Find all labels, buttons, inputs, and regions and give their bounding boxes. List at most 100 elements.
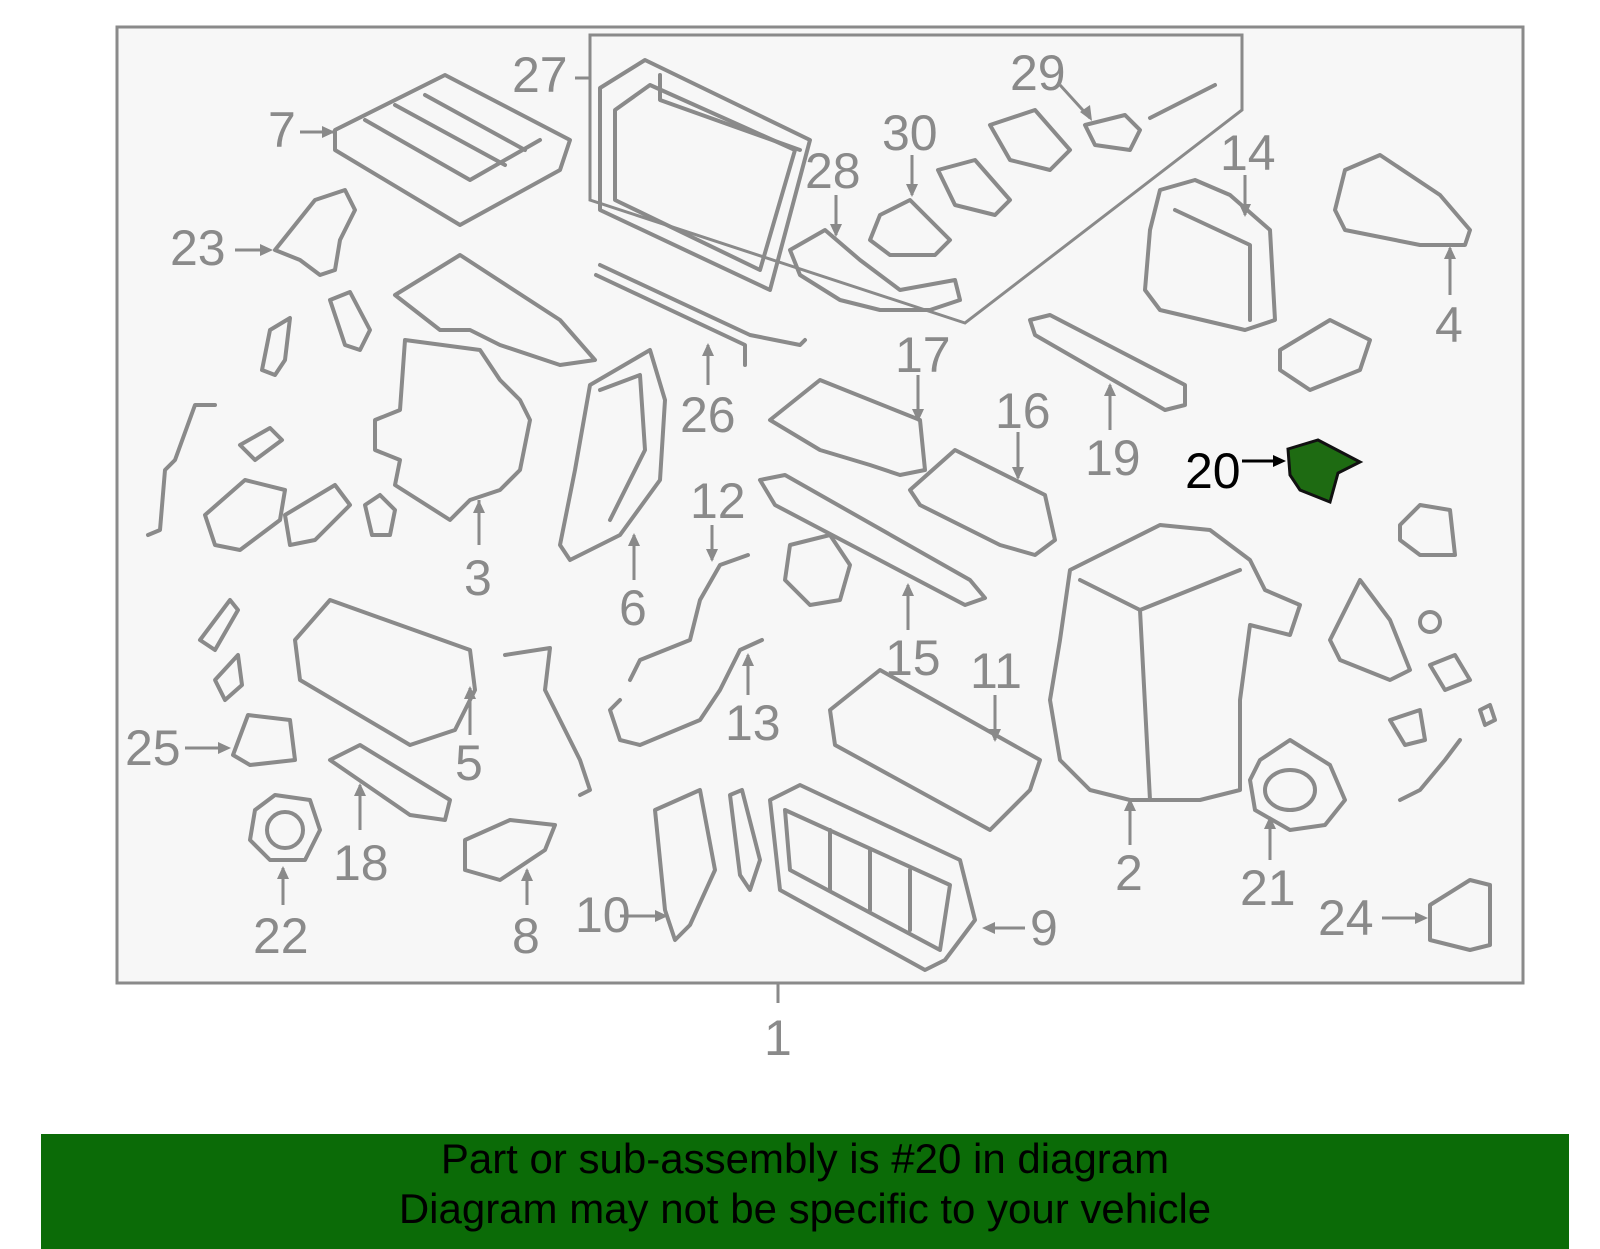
label-13: 13 — [725, 695, 781, 751]
arrow-3 — [473, 500, 485, 513]
part-small-j — [1398, 503, 1457, 557]
part-21-blower — [1248, 738, 1347, 832]
arrow-4 — [1444, 246, 1456, 259]
part-6-duct — [558, 348, 667, 562]
label-8: 8 — [512, 908, 540, 964]
arrow-9 — [982, 922, 995, 934]
arrow-25 — [218, 742, 231, 754]
part-small-f — [363, 493, 397, 537]
part-9-heater-core — [768, 783, 977, 972]
label-27: 27 — [512, 47, 568, 103]
arrow-17 — [912, 409, 924, 422]
part-small-a — [328, 290, 372, 352]
part-4-blower-housing — [1333, 153, 1472, 247]
arrow-11 — [989, 729, 1001, 742]
part-small-h — [198, 598, 240, 652]
label-20[interactable]: 20 — [1185, 443, 1241, 499]
arrow-12 — [706, 549, 718, 562]
part-3-case-half — [373, 253, 597, 522]
label-5: 5 — [455, 735, 483, 791]
part-20-highlighted[interactable] — [1286, 438, 1364, 505]
label-14: 14 — [1220, 125, 1276, 181]
arrow-28 — [830, 224, 842, 237]
part-hose-mid — [503, 646, 592, 797]
label-4: 4 — [1435, 297, 1463, 353]
part-5-duct — [293, 598, 477, 747]
part-small-c — [238, 426, 284, 462]
label-2: 2 — [1115, 845, 1143, 901]
arrow-13 — [742, 653, 754, 666]
arrow-7 — [322, 126, 335, 138]
part-11-filter — [828, 668, 1042, 832]
part-12-hose — [628, 553, 750, 682]
arrow-18 — [354, 783, 366, 796]
part-small-m — [1388, 708, 1427, 747]
arrow-8 — [521, 868, 533, 881]
label-22: 22 — [253, 908, 309, 964]
arrow-15 — [902, 583, 914, 596]
part-small-e — [283, 483, 352, 547]
label-16: 16 — [995, 383, 1051, 439]
part-small-d — [203, 478, 287, 552]
part-29-a — [936, 158, 1012, 217]
arrow-16 — [1012, 467, 1024, 480]
label-24: 24 — [1318, 890, 1374, 946]
label-30: 30 — [882, 105, 938, 161]
part-small-k — [1328, 578, 1412, 682]
label-21: 21 — [1240, 860, 1296, 916]
part-24 — [1428, 878, 1492, 952]
label-18: 18 — [333, 835, 389, 891]
arrow-23 — [260, 244, 273, 256]
label-1: 1 — [764, 1010, 792, 1066]
label-15: 15 — [885, 630, 941, 686]
part-29 — [1083, 113, 1142, 152]
arrow-10 — [655, 910, 668, 922]
info-banner: Part or sub-assembly is #20 in diagram D… — [41, 1134, 1569, 1249]
part-10-seal — [653, 788, 717, 942]
part-14-case — [1143, 178, 1277, 332]
part-27-evaporator — [598, 58, 812, 292]
label-17: 17 — [895, 327, 951, 383]
label-29: 29 — [1010, 45, 1066, 101]
label-9: 9 — [1030, 900, 1058, 956]
label-25: 25 — [125, 720, 181, 776]
part-small-b — [260, 316, 292, 377]
label-3: 3 — [464, 550, 492, 606]
part-29-b — [988, 108, 1072, 172]
arrow-14 — [1239, 204, 1251, 217]
part-22-motor — [248, 793, 322, 862]
part-small-i — [213, 653, 244, 702]
part-13-hose — [608, 638, 764, 747]
arrow-24 — [1415, 912, 1428, 924]
subassembly-27-box — [588, 33, 1244, 325]
part-small-ring — [1418, 610, 1442, 634]
arrow-22 — [277, 866, 289, 879]
label-7: 7 — [268, 102, 296, 158]
part-18 — [328, 743, 452, 822]
part-26-bracket — [594, 263, 807, 367]
part-17-door — [768, 378, 927, 477]
label-12: 12 — [690, 473, 746, 529]
arrow-5 — [464, 686, 476, 699]
part-hose-left — [146, 403, 217, 537]
part-small-g — [783, 533, 852, 607]
part-number-labels: 1 2 3 4 5 6 7 8 9 10 11 12 13 14 15 16 1… — [125, 45, 1463, 1066]
part-16-door — [908, 448, 1057, 557]
part-25 — [231, 713, 297, 767]
arrow-30 — [906, 184, 918, 197]
part-29-bolt — [1148, 83, 1217, 120]
banner-line-disclaimer: Diagram may not be specific to your vehi… — [398, 1185, 1212, 1232]
part-7-tray — [333, 73, 572, 227]
arrow-20 — [1273, 455, 1286, 467]
label-19: 19 — [1085, 430, 1141, 486]
label-10: 10 — [575, 887, 631, 943]
part-30 — [868, 198, 952, 257]
label-11: 11 — [970, 643, 1022, 699]
arrow-2 — [1124, 798, 1136, 811]
part-8 — [463, 818, 557, 882]
part-23 — [273, 188, 357, 277]
label-6: 6 — [619, 580, 647, 636]
part-10b-seal — [728, 788, 762, 892]
part-rod-right — [1398, 738, 1462, 802]
part-28 — [788, 228, 962, 312]
